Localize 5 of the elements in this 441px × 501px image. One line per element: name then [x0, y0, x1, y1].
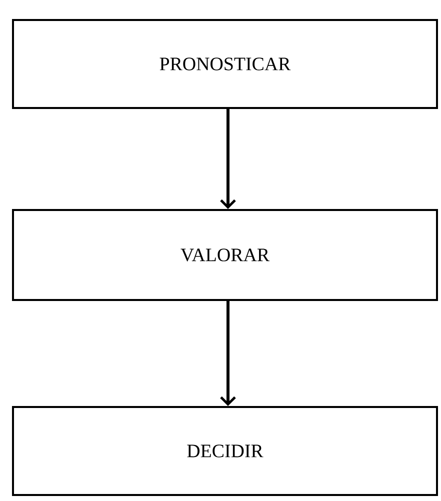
process-box: DECIDIR [12, 406, 438, 496]
arrow [220, 109, 236, 209]
process-box: PRONOSTICAR [12, 19, 438, 109]
arrow [220, 301, 236, 406]
process-box: VALORAR [12, 209, 438, 301]
